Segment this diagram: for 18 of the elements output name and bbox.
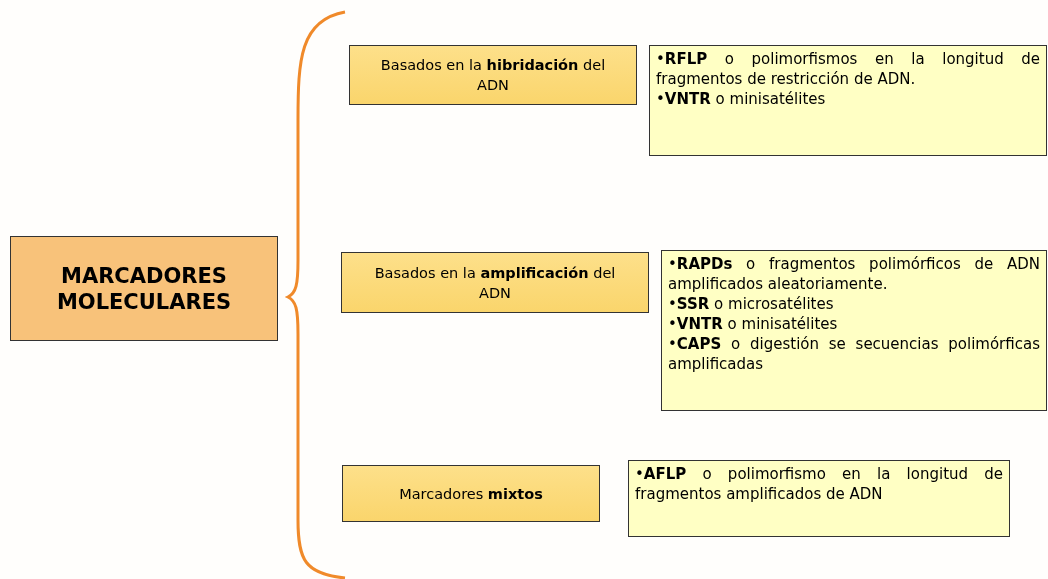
description-box — [661, 250, 1047, 411]
description-box — [649, 45, 1047, 156]
node-text: •CAPS o digestión se secuencias polimórficas amplificadas — [668, 334, 1040, 374]
node-text: •RFLP o polimorfismos en la longitud de fragmentos de restricción de ADN. — [656, 49, 1040, 89]
node-text: •VNTR o minisatélites — [656, 89, 827, 109]
description-box — [628, 460, 1010, 537]
category-box — [341, 252, 649, 313]
title-box — [10, 236, 278, 341]
category-box — [349, 45, 637, 105]
category-box — [342, 465, 600, 522]
node-text: •AFLP o polimorfismo en la longitud de fragmentos amplificados de ADN — [635, 464, 1003, 504]
node-text: •VNTR o minisatélites — [668, 314, 839, 334]
node-text: •SSR o microsatélites — [668, 294, 835, 314]
node-text: Basados en la hibridación del ADN — [379, 56, 607, 95]
node-text: Marcadores mixtos — [398, 484, 544, 504]
node-text: •RAPDs o fragmentos polimórficos de ADN amplificados aleatoriamente. — [668, 254, 1040, 294]
node-text: Basados en la amplificación del ADN — [373, 263, 617, 303]
node-text: MARCADORES MOLECULARES — [55, 262, 233, 315]
